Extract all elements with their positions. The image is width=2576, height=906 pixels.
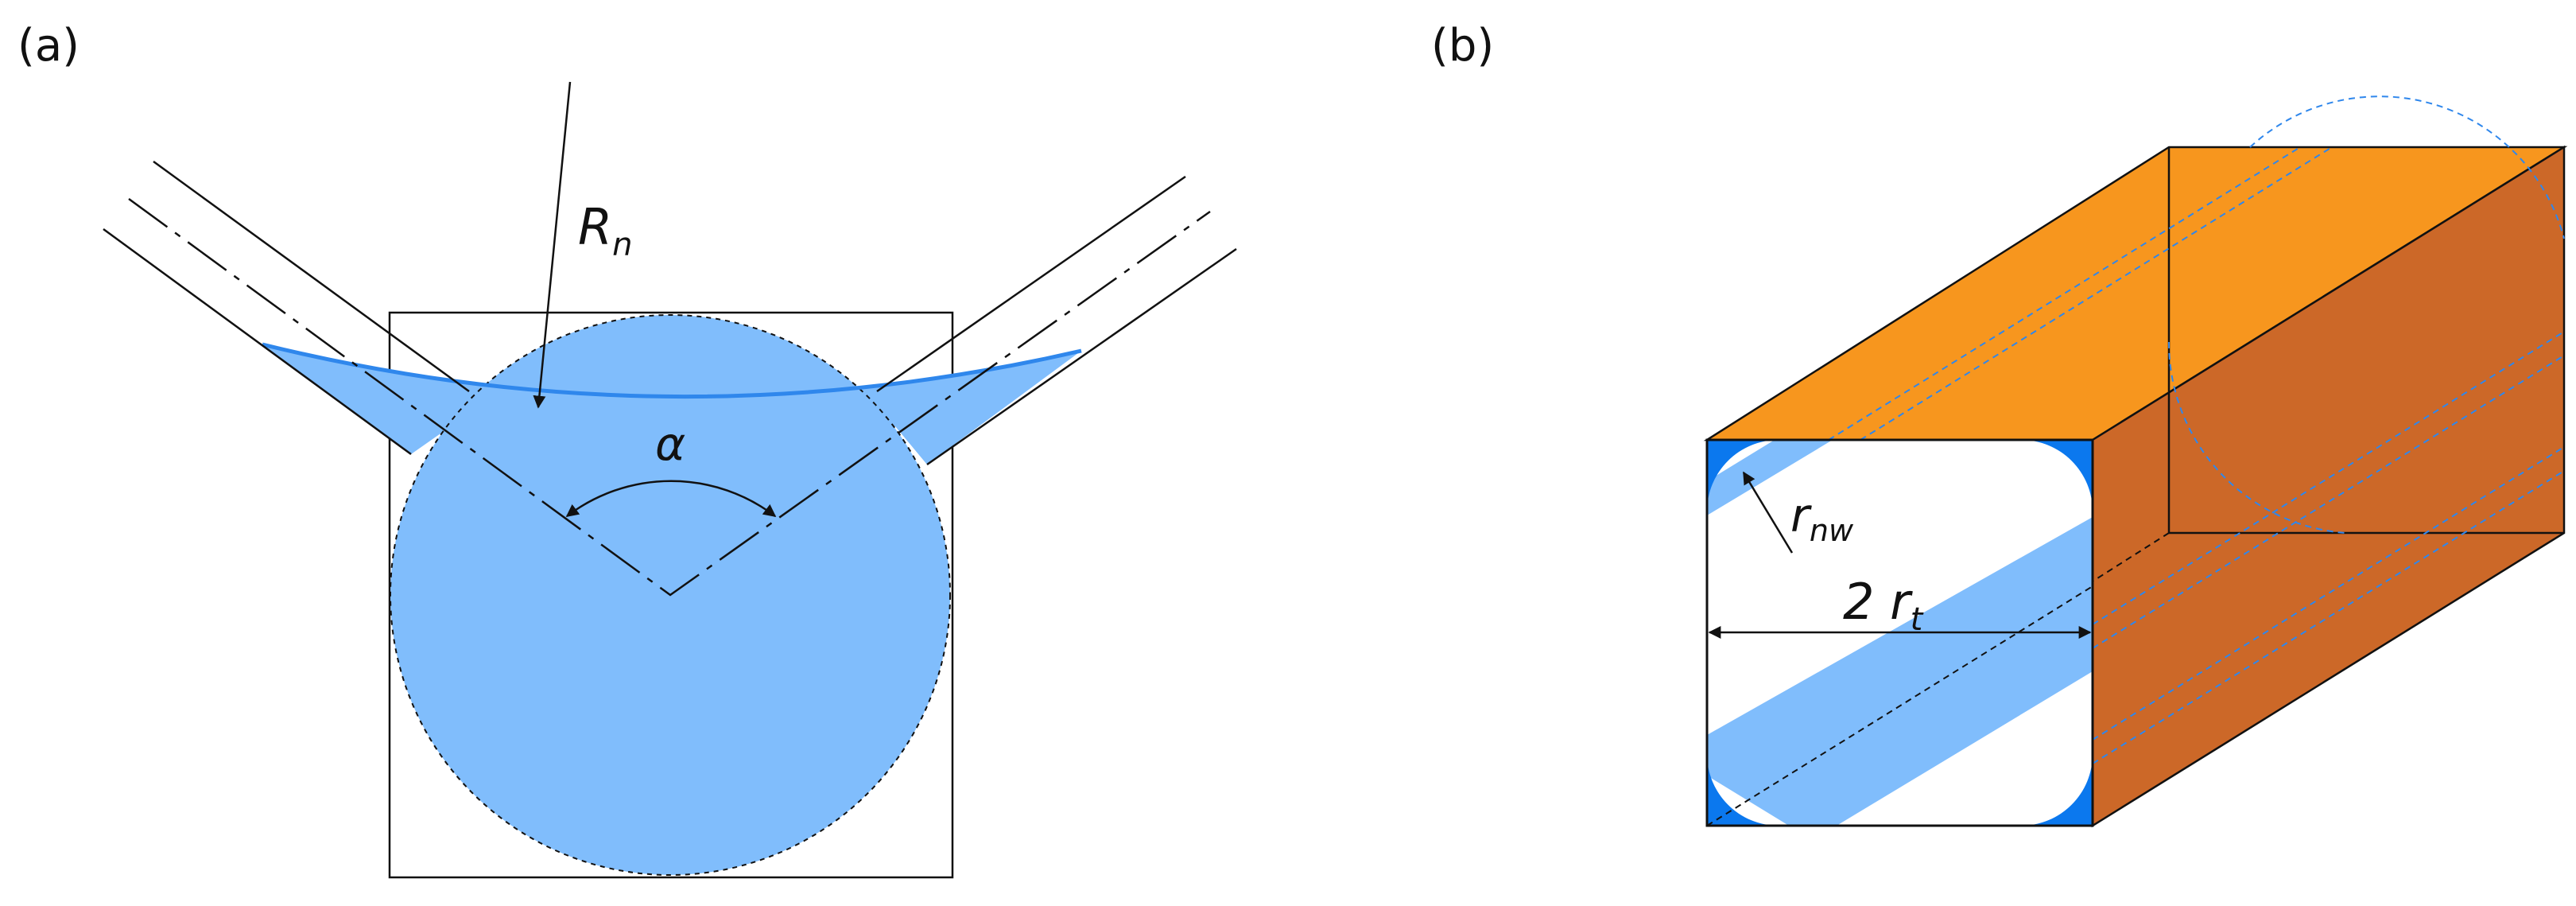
left-throat-inner-wall	[153, 160, 470, 393]
corner-radius-label: rnw	[1790, 488, 1854, 548]
hidden-corner-lines	[1828, 95, 2565, 764]
corner-radius-leader-arrow	[1742, 471, 1794, 554]
corner-fluid	[1707, 440, 2093, 826]
inscribed-circle	[390, 314, 951, 876]
block-front-outline	[1705, 438, 2094, 827]
throat-centerlines	[128, 197, 1211, 597]
panel-a: (a) α Rn	[17, 20, 1237, 879]
radius-label: Rn	[578, 198, 632, 263]
diagonal-dashed-edge	[1707, 585, 2093, 826]
right-throat-outer-wall	[926, 247, 1237, 466]
panel-b: (b)	[1431, 20, 2568, 828]
front-face-content	[1707, 440, 2093, 826]
width-label: 2 rt	[1843, 573, 1924, 638]
angle-arc	[565, 480, 777, 517]
meniscus-interface	[262, 342, 1082, 399]
radius-leader-arrow	[533, 81, 572, 409]
wetting-band-upper	[1707, 440, 1833, 515]
left-throat-outer-wall	[103, 227, 412, 456]
wetting-band-lower	[1707, 517, 2093, 826]
right-throat-inner-wall	[876, 175, 1186, 393]
panel-b-label: (b)	[1431, 20, 1494, 72]
angle-label: α	[655, 417, 685, 471]
panel-a-label: (a)	[17, 20, 80, 72]
